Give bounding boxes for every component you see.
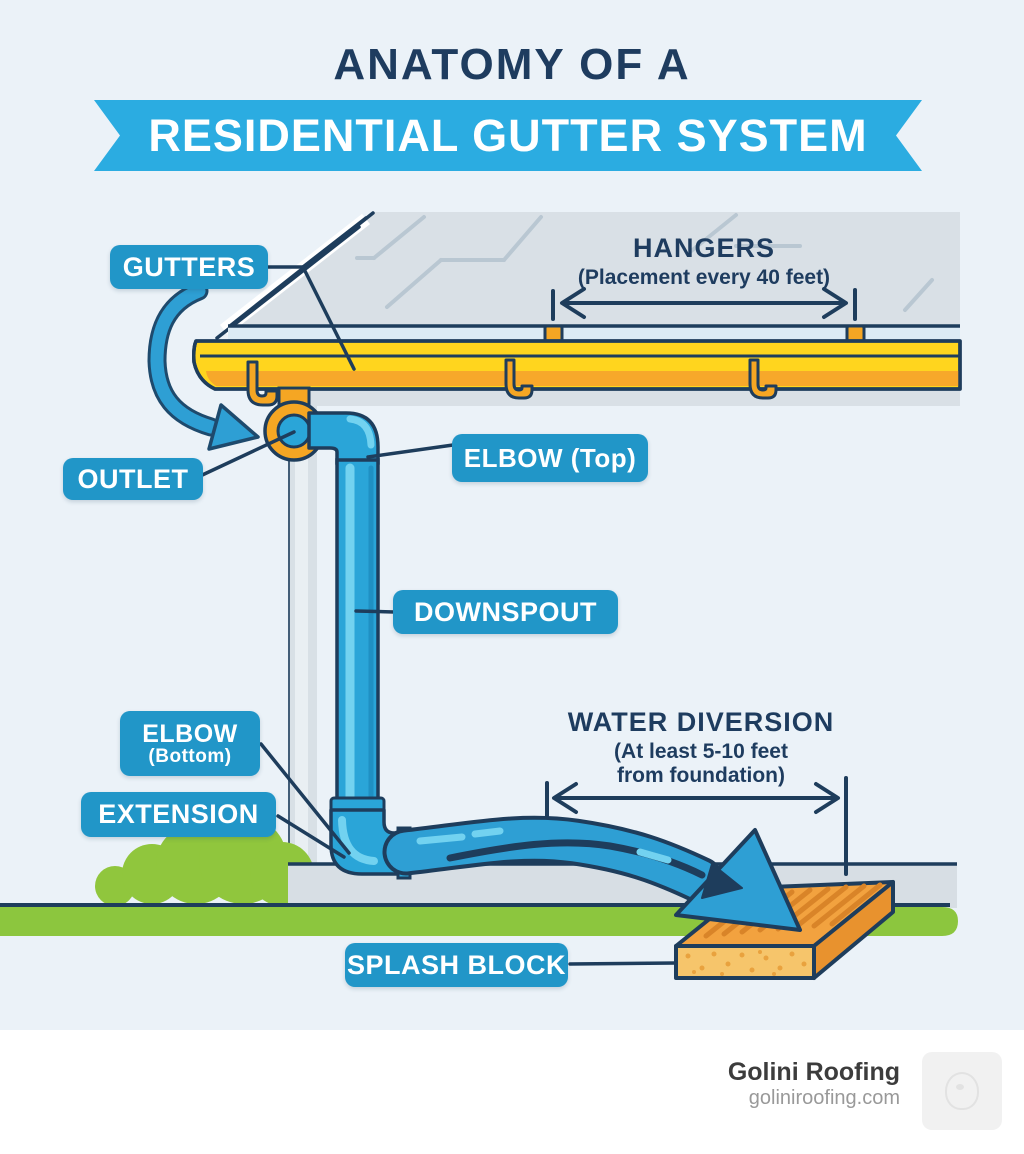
hanger-hooks xyxy=(246,358,778,407)
label-elbow-top: ELBOW (Top) xyxy=(452,434,648,482)
hangers-subtitle: (Placement every 40 feet) xyxy=(577,266,831,289)
company-logo xyxy=(922,1052,1002,1130)
hangers-title: HANGERS xyxy=(632,233,775,263)
title-ribbon: RESIDENTIAL GUTTER SYSTEM xyxy=(94,100,922,171)
extension-highlights xyxy=(416,827,672,864)
infographic-canvas: ANATOMY OF A RESIDENTIAL GUTTER SYSTEM H… xyxy=(0,0,1024,1030)
gutter-lower-lip xyxy=(206,371,960,386)
elbow-bottom-highlight xyxy=(338,816,378,865)
label-outlet: OUTLET xyxy=(63,458,203,500)
label-downspout: DOWNSPOUT xyxy=(393,590,618,634)
label-elbow-bottom: ELBOW (Bottom) xyxy=(120,711,260,776)
elbow-top-highlight xyxy=(346,415,375,449)
splash-block-texture xyxy=(685,950,807,976)
gutter-outline xyxy=(192,339,962,391)
gutter-system-illustration xyxy=(0,211,962,980)
water-diversion-measure-arrow xyxy=(545,776,848,876)
soffit-band xyxy=(300,389,960,406)
water-diversion-annotation: WATER DIVERSION (At least 5-10 feet from… xyxy=(512,707,890,788)
hangers-annotation: HANGERS (Placement every 40 feet) xyxy=(518,233,890,290)
company-name: Golini Roofing xyxy=(727,1058,900,1086)
fascia-strip xyxy=(228,326,960,342)
shingle-lines xyxy=(355,213,934,312)
water-flow-inner-arrow xyxy=(446,839,706,879)
footer: Golini Roofing goliniroofing.com xyxy=(0,1030,1024,1154)
pointer-lines xyxy=(196,216,678,966)
water-flow-inner-arrowhead xyxy=(701,863,743,899)
page-title: ANATOMY OF A xyxy=(333,40,691,89)
water-diversion-subtitle-1: (At least 5-10 feet xyxy=(614,740,788,763)
label-extension: EXTENSION xyxy=(81,792,276,837)
label-elbow-bottom-sub: (Bottom) xyxy=(148,745,232,767)
water-diversion-subtitle-2: from foundation) xyxy=(617,764,785,787)
label-gutters: GUTTERS xyxy=(110,245,268,289)
gutters-arrow xyxy=(150,284,218,434)
hangers-measure-arrow xyxy=(551,287,857,321)
label-splash-block: SPLASH BLOCK xyxy=(345,943,568,987)
gutters-arrowhead xyxy=(207,403,260,451)
water-diversion-title: WATER DIVERSION xyxy=(567,707,835,737)
label-elbow-bottom-main: ELBOW xyxy=(142,719,238,748)
company-website: goliniroofing.com xyxy=(748,1087,900,1109)
roof-panel xyxy=(228,212,960,326)
bear-logo-icon xyxy=(945,1072,979,1110)
wall-corner-highlight xyxy=(295,404,308,865)
title-ribbon-text: RESIDENTIAL GUTTER SYSTEM xyxy=(148,109,868,161)
